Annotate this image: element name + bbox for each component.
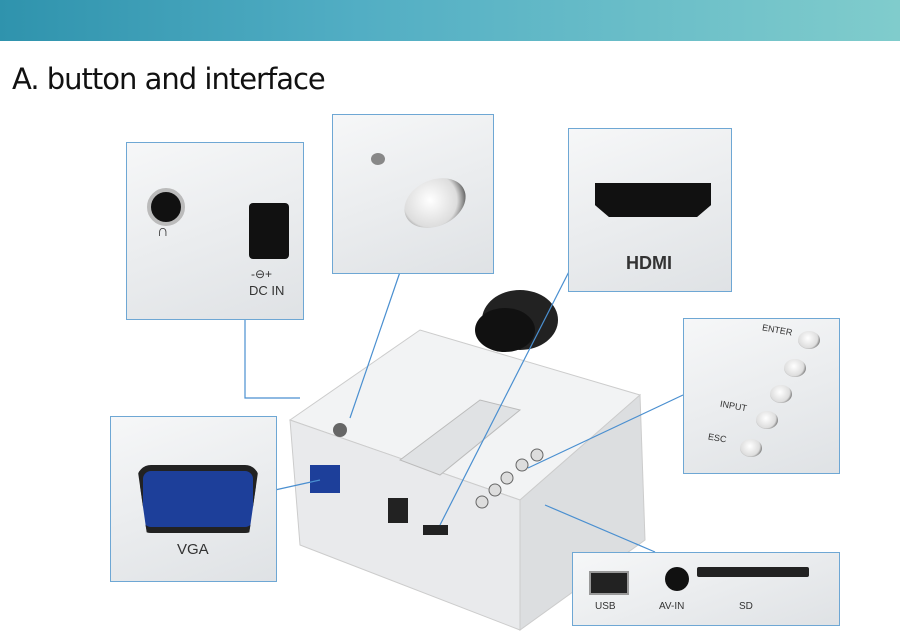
hdmi-port bbox=[595, 183, 711, 217]
dc-in-label: DC IN bbox=[249, 283, 285, 298]
input-button bbox=[756, 411, 778, 429]
hdmi-label: HDMI bbox=[626, 253, 672, 273]
sd-slot bbox=[697, 567, 809, 577]
headphone-icon: ∩ bbox=[157, 223, 169, 240]
vga-port bbox=[137, 465, 259, 533]
projector-body bbox=[288, 290, 646, 631]
power-button-panel bbox=[332, 114, 494, 274]
vga-panel: VGA bbox=[110, 416, 277, 582]
page-title: A. button and interface bbox=[12, 62, 326, 96]
header-banner bbox=[0, 0, 900, 41]
dc-in-panel: ∩ -⊖+ DC IN bbox=[126, 142, 304, 320]
input-label: INPUT bbox=[719, 398, 748, 414]
av-in-jack bbox=[665, 567, 689, 591]
control-buttons-panel: ENTER INPUT ESC bbox=[683, 318, 840, 474]
enter-button bbox=[798, 331, 820, 349]
esc-button bbox=[740, 439, 762, 457]
usb-label: USB bbox=[595, 601, 616, 612]
usb-port bbox=[589, 571, 629, 595]
av-in-label: AV-IN bbox=[659, 601, 685, 612]
sd-label: SD bbox=[739, 601, 753, 612]
hdmi-panel: HDMI bbox=[568, 128, 732, 292]
dc-polarity-label: -⊖+ bbox=[251, 267, 273, 281]
headphone-jack bbox=[147, 188, 185, 226]
ports-panel: USB AV-IN SD bbox=[572, 552, 840, 626]
callout-lines bbox=[244, 249, 684, 553]
right-button bbox=[770, 385, 792, 403]
enter-label: ENTER bbox=[761, 322, 794, 338]
left-button bbox=[784, 359, 806, 377]
power-button bbox=[396, 168, 474, 238]
esc-label: ESC bbox=[707, 431, 728, 445]
dc-jack bbox=[249, 203, 289, 259]
vga-label: VGA bbox=[177, 541, 209, 558]
indicator-led bbox=[371, 153, 385, 165]
